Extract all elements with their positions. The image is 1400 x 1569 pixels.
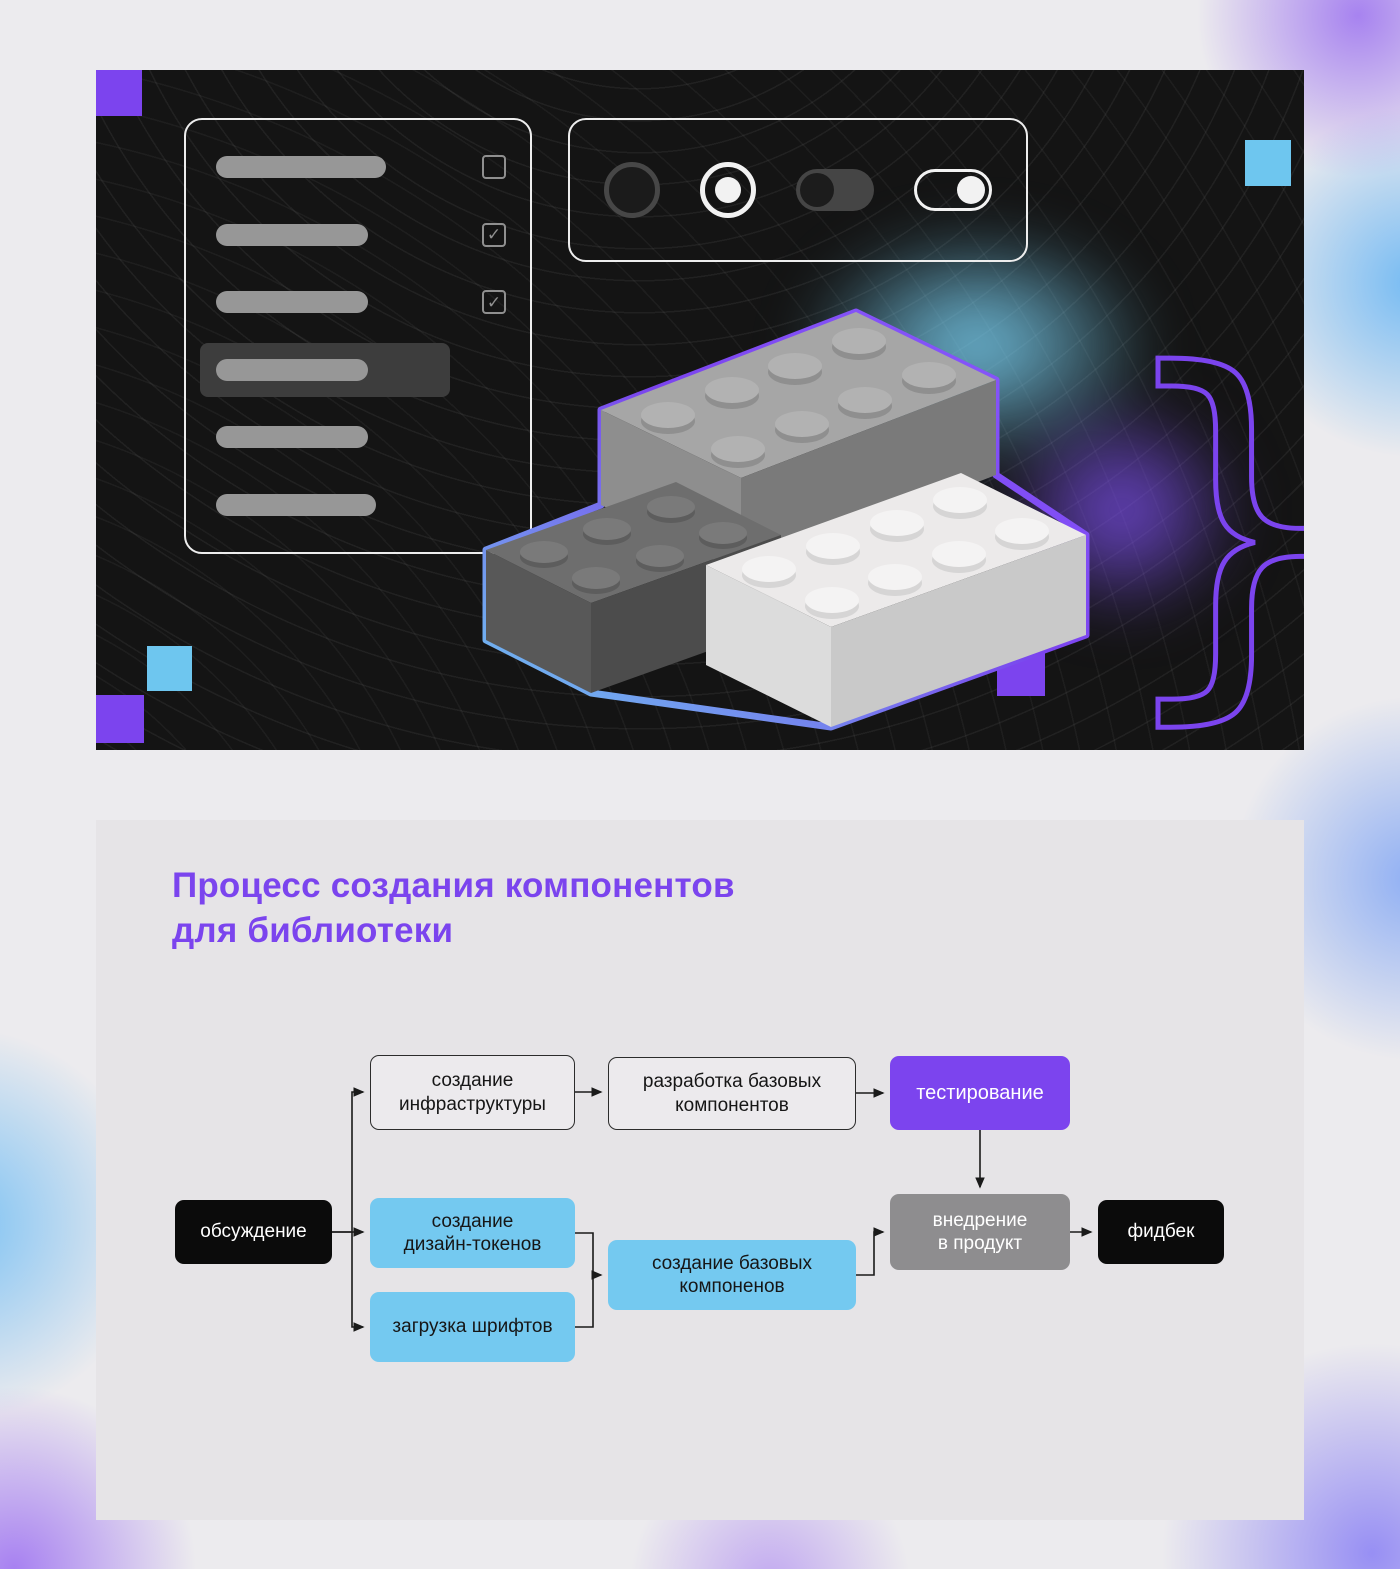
placeholder-bar: [216, 426, 368, 449]
radio-unselected-icon[interactable]: [604, 162, 660, 218]
decor-square-cyan: [147, 646, 192, 691]
flow-node-dev-base-components: разработка базовых компонентов: [608, 1057, 856, 1130]
list-row-selected[interactable]: [200, 342, 450, 397]
toggle-knob: [800, 173, 834, 207]
list-row: [200, 478, 516, 532]
checkbox-checked-icon[interactable]: [482, 222, 506, 247]
radio-dot: [715, 177, 741, 203]
placeholder-bar: [216, 493, 376, 516]
flow-node-discussion: обсуждение: [175, 1200, 332, 1264]
flow-node-fonts-upload: загрузка шрифтов: [370, 1292, 575, 1362]
hero-banner: }: [96, 70, 1304, 750]
toggle-on-icon[interactable]: [914, 169, 992, 211]
placeholder-bar: [216, 358, 368, 381]
radio-selected-icon[interactable]: [700, 162, 756, 218]
list-row: [200, 410, 516, 464]
flowchart-edges: [332, 1087, 1093, 1332]
flow-node-feedback: фидбек: [1098, 1200, 1224, 1264]
toggle-knob: [957, 176, 985, 204]
flow-node-design-tokens: создание дизайн-токенов: [370, 1198, 575, 1268]
flow-node-testing: тестирование: [890, 1056, 1070, 1130]
curly-brace-icon: }: [1106, 290, 1305, 751]
decor-square-purple: [96, 70, 142, 116]
list-row: [200, 208, 516, 262]
decor-square-cyan: [1245, 140, 1291, 186]
process-section: Процесс создания компонентов для библиот…: [96, 820, 1304, 1520]
brick-white: [706, 473, 1086, 727]
toggle-off-icon[interactable]: [796, 169, 874, 211]
checkbox-checked-icon[interactable]: [482, 290, 506, 315]
placeholder-bar: [216, 223, 368, 246]
decor-square-purple: [96, 695, 144, 743]
svg-text:}: }: [1108, 292, 1304, 750]
lego-bricks-illustration: [482, 308, 1090, 731]
flow-node-product-rollout: внедрение в продукт: [890, 1194, 1070, 1270]
controls-mockup-card: [568, 118, 1028, 262]
list-row: [200, 140, 516, 194]
list-mockup-card: [184, 118, 532, 554]
flow-node-infrastructure: создание инфраструктуры: [370, 1055, 575, 1130]
placeholder-bar: [216, 291, 368, 314]
flowchart: обсуждение создание инфраструктуры разра…: [96, 820, 1304, 1520]
list-row: [200, 275, 516, 329]
flow-node-create-base-components: создание базовых компоненов: [608, 1240, 856, 1310]
checkbox-unchecked-icon[interactable]: [482, 155, 506, 179]
placeholder-bar: [216, 156, 386, 178]
section-title: Процесс создания компонентов для библиот…: [172, 866, 735, 950]
